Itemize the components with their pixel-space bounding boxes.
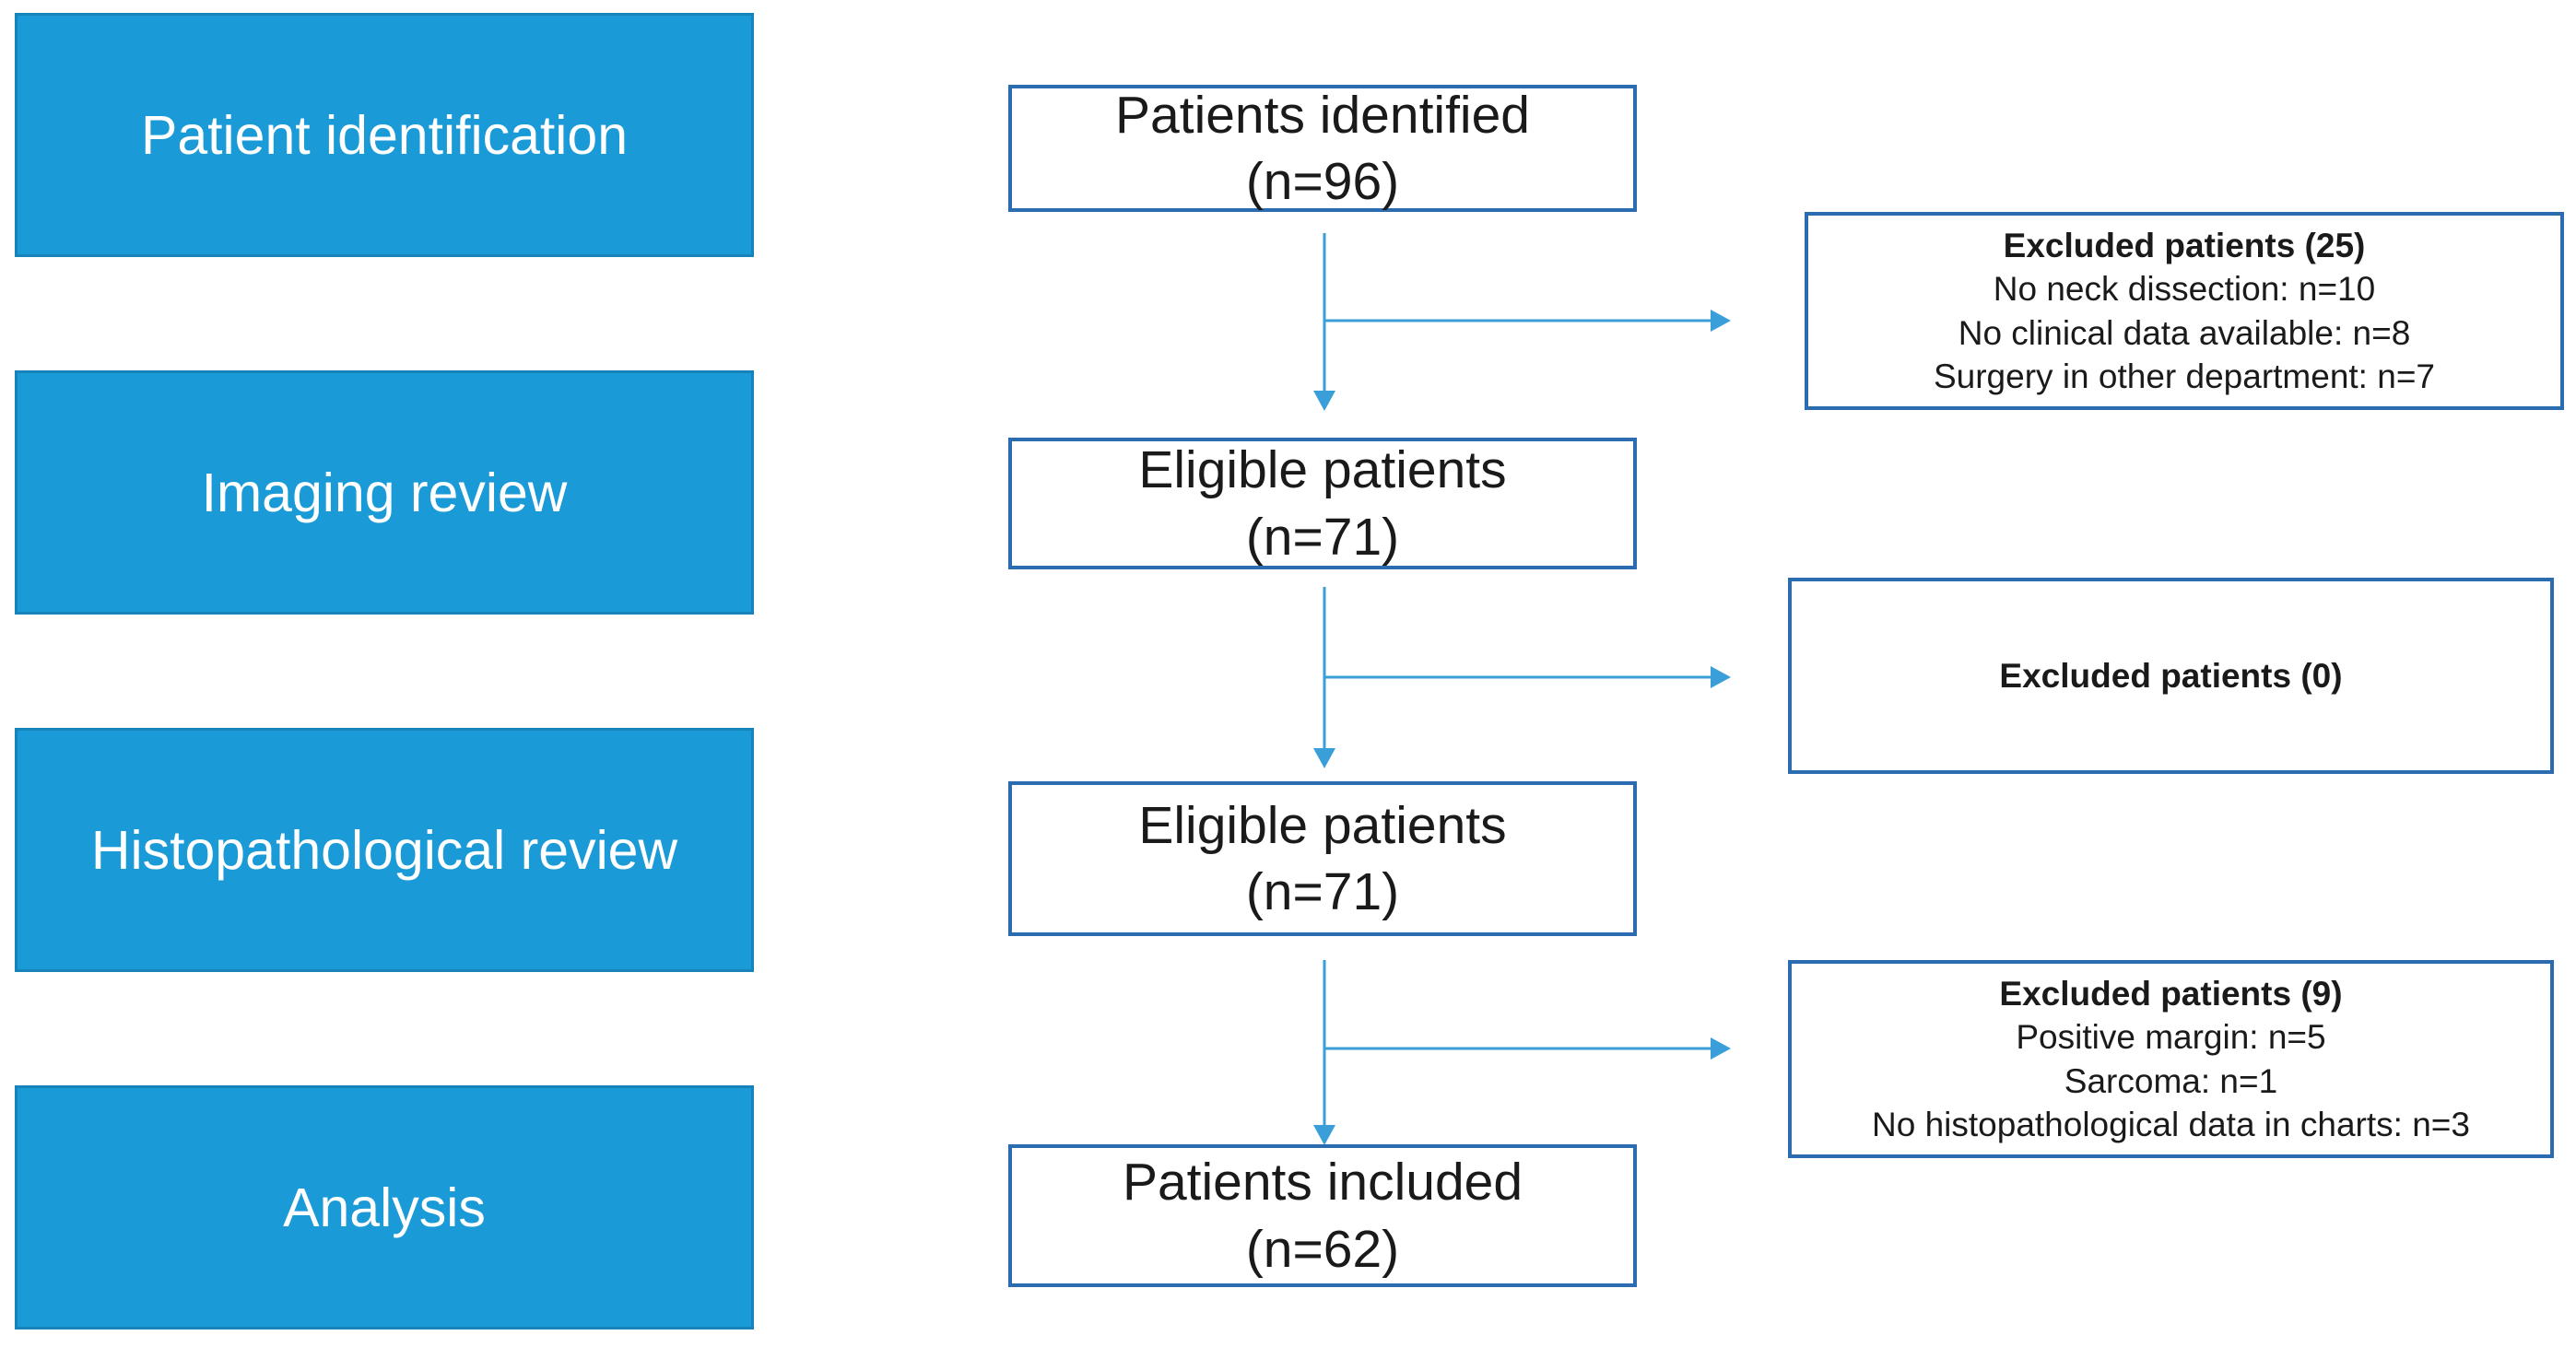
exclusion-box-1: Excluded patients (25) No neck dissectio…	[1805, 212, 2564, 410]
exclusion-item: No clinical data available: n=8	[1958, 313, 2411, 352]
flow-box-eligible-histopathology: Eligible patients (n=71)	[1008, 781, 1637, 936]
flow-box-count: (n=71)	[1245, 507, 1400, 567]
arrowhead-side-2	[1711, 666, 1731, 688]
flow-box-eligible-imaging: Eligible patients (n=71)	[1008, 438, 1637, 569]
flow-box-title: Patients identified	[1115, 85, 1530, 145]
exclusion-item: No neck dissection: n=10	[1993, 270, 2376, 309]
exclusion-box-3: Excluded patients (9) Positive margin: n…	[1788, 960, 2554, 1158]
exclusion-box-2: Excluded patients (0)	[1788, 578, 2554, 774]
flow-box-count: (n=71)	[1245, 862, 1400, 921]
stage-label: Histopathological review	[90, 819, 678, 881]
exclusion-item: Sarcoma: n=1	[2064, 1061, 2278, 1100]
stage-analysis: Analysis	[15, 1085, 754, 1329]
exclusion-title: Excluded patients (0)	[1999, 656, 2343, 695]
flow-box-title: Eligible patients	[1138, 795, 1507, 855]
arrowhead-side-3	[1711, 1037, 1731, 1060]
arrowhead-down-3	[1313, 1125, 1335, 1145]
arrowhead-down-1	[1313, 391, 1335, 411]
flow-box-title: Patients included	[1122, 1153, 1523, 1212]
stage-label: Patient identification	[140, 104, 629, 166]
exclusion-title: Excluded patients (9)	[1999, 974, 2343, 1013]
stage-label: Imaging review	[201, 462, 568, 523]
arrowhead-side-1	[1711, 310, 1731, 332]
arrowhead-down-2	[1313, 748, 1335, 768]
exclusion-item: Surgery in other department: n=7	[1933, 357, 2435, 395]
flow-box-included: Patients included (n=62)	[1008, 1144, 1637, 1287]
flow-box-title: Eligible patients	[1138, 440, 1507, 500]
exclusion-title: Excluded patients (25)	[2003, 226, 2366, 264]
stage-patient-identification: Patient identification	[15, 13, 754, 257]
stage-histopathological-review: Histopathological review	[15, 728, 754, 972]
exclusion-item: Positive margin: n=5	[2016, 1018, 2326, 1057]
flow-box-count: (n=62)	[1245, 1219, 1400, 1279]
flow-box-count: (n=96)	[1245, 152, 1400, 211]
flow-box-identified: Patients identified (n=96)	[1008, 85, 1637, 212]
exclusion-item: No histopathological data in charts: n=3	[1872, 1105, 2470, 1143]
stage-imaging-review: Imaging review	[15, 370, 754, 615]
stage-label: Analysis	[283, 1177, 486, 1238]
